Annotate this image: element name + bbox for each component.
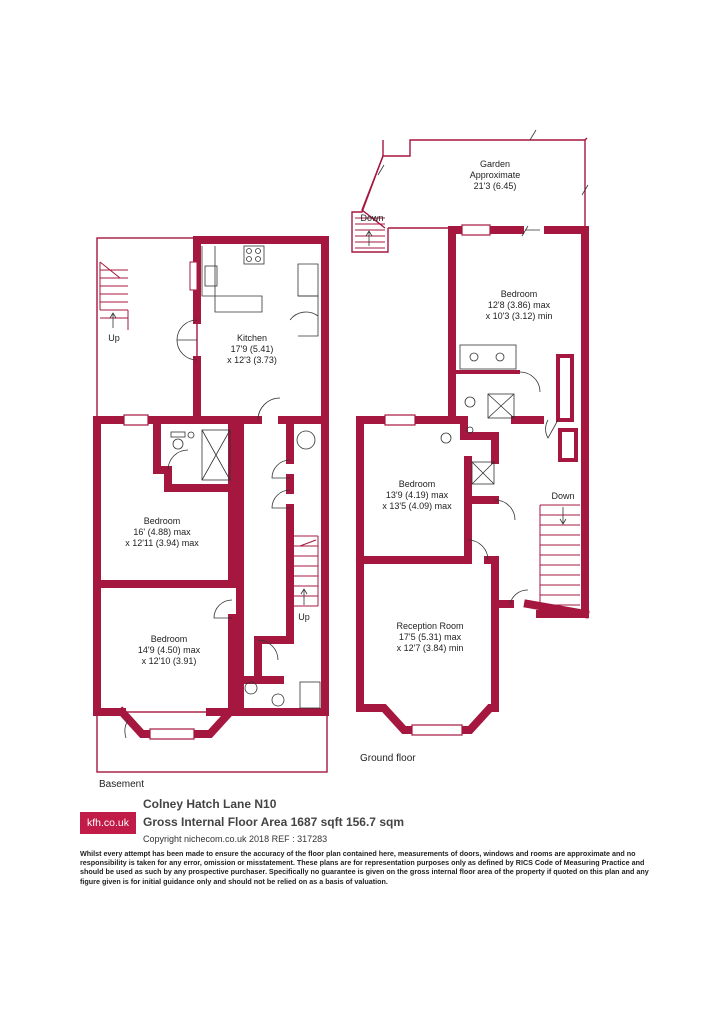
room-name: Reception Room xyxy=(396,621,464,631)
room-dim: x 12'10 (3.91) xyxy=(141,656,197,666)
basement-central-wall xyxy=(228,416,244,716)
kitchen-wall xyxy=(193,236,329,424)
floor-area: Gross Internal Floor Area 1687 sqft 156.… xyxy=(143,815,404,829)
room-name: Bedroom xyxy=(150,634,188,644)
room-dim: 17'9 (5.41) xyxy=(230,344,274,354)
stair-down-label: Down xyxy=(551,491,575,501)
room-name: Bedroom xyxy=(143,516,181,526)
room-name: Bedroom xyxy=(500,289,538,299)
bedroom-upper-label: Bedroom 16' (4.88) max x 12'11 (3.94) ma… xyxy=(112,516,212,549)
stair-down-label: Down xyxy=(360,213,384,223)
room-name: Kitchen xyxy=(236,333,268,343)
rear-bedroom-walls xyxy=(448,226,529,424)
room-name: Garden xyxy=(479,159,511,169)
room-dim: Approximate xyxy=(469,170,521,180)
stair-up-label: Up xyxy=(108,333,120,343)
room-dim: x 12'3 (3.73) xyxy=(227,355,277,365)
garden-outline xyxy=(382,137,588,228)
room-dim: x 13'5 (4.09) max xyxy=(382,501,452,511)
bedroom-mid-label: Bedroom 13'9 (4.19) max x 13'5 (4.09) ma… xyxy=(372,479,462,512)
copyright-line: Copyright nichecom.co.uk 2018 REF : 3172… xyxy=(143,834,328,844)
room-dim: 12'8 (3.86) max xyxy=(487,300,551,310)
basement-plan xyxy=(93,236,329,773)
bedroom-upper-walls xyxy=(93,416,236,716)
ground-plan xyxy=(351,129,590,736)
reception-label: Reception Room 17'5 (5.31) max x 12'7 (3… xyxy=(380,621,480,654)
kitchen-label: Kitchen 17'9 (5.41) x 12'3 (3.73) xyxy=(212,333,292,366)
property-address: Colney Hatch Lane N10 xyxy=(143,797,277,811)
room-dim: 14'9 (4.50) max xyxy=(137,645,201,655)
bedroom-lower-label: Bedroom 14'9 (4.50) max x 12'10 (3.91) xyxy=(124,634,214,667)
reception-walls xyxy=(356,600,499,734)
room-name: Bedroom xyxy=(398,479,436,489)
room-dim: 13'9 (4.19) max xyxy=(385,490,449,500)
agency-logo: kfh.co.uk xyxy=(80,812,136,834)
basement-title: Basement xyxy=(99,779,145,790)
floor-plan: .w { fill:none; stroke:#a5173f; stroke-w… xyxy=(93,129,590,773)
room-dim: 16' (4.88) max xyxy=(133,527,191,537)
basement-lightwell-top xyxy=(96,237,198,422)
garden-label: Garden Approximate 21'3 (6.45) xyxy=(455,159,535,192)
room-dim: 21'3 (6.45) xyxy=(473,181,517,191)
room-dim: 17'5 (5.31) max xyxy=(398,632,462,642)
room-dim: x 12'11 (3.94) max xyxy=(125,538,199,548)
disclaimer: Whilst every attempt has been made to en… xyxy=(80,849,649,886)
room-dim: x 12'7 (3.84) min xyxy=(396,643,464,653)
room-dim: x 10'3 (3.12) min xyxy=(485,311,553,321)
ground-floor-title: Ground floor xyxy=(360,753,416,764)
basement-right-walls xyxy=(236,416,329,716)
bedroom-rear-label: Bedroom 12'8 (3.86) max x 10'3 (3.12) mi… xyxy=(474,289,564,322)
stair-up-label: Up xyxy=(298,612,310,622)
